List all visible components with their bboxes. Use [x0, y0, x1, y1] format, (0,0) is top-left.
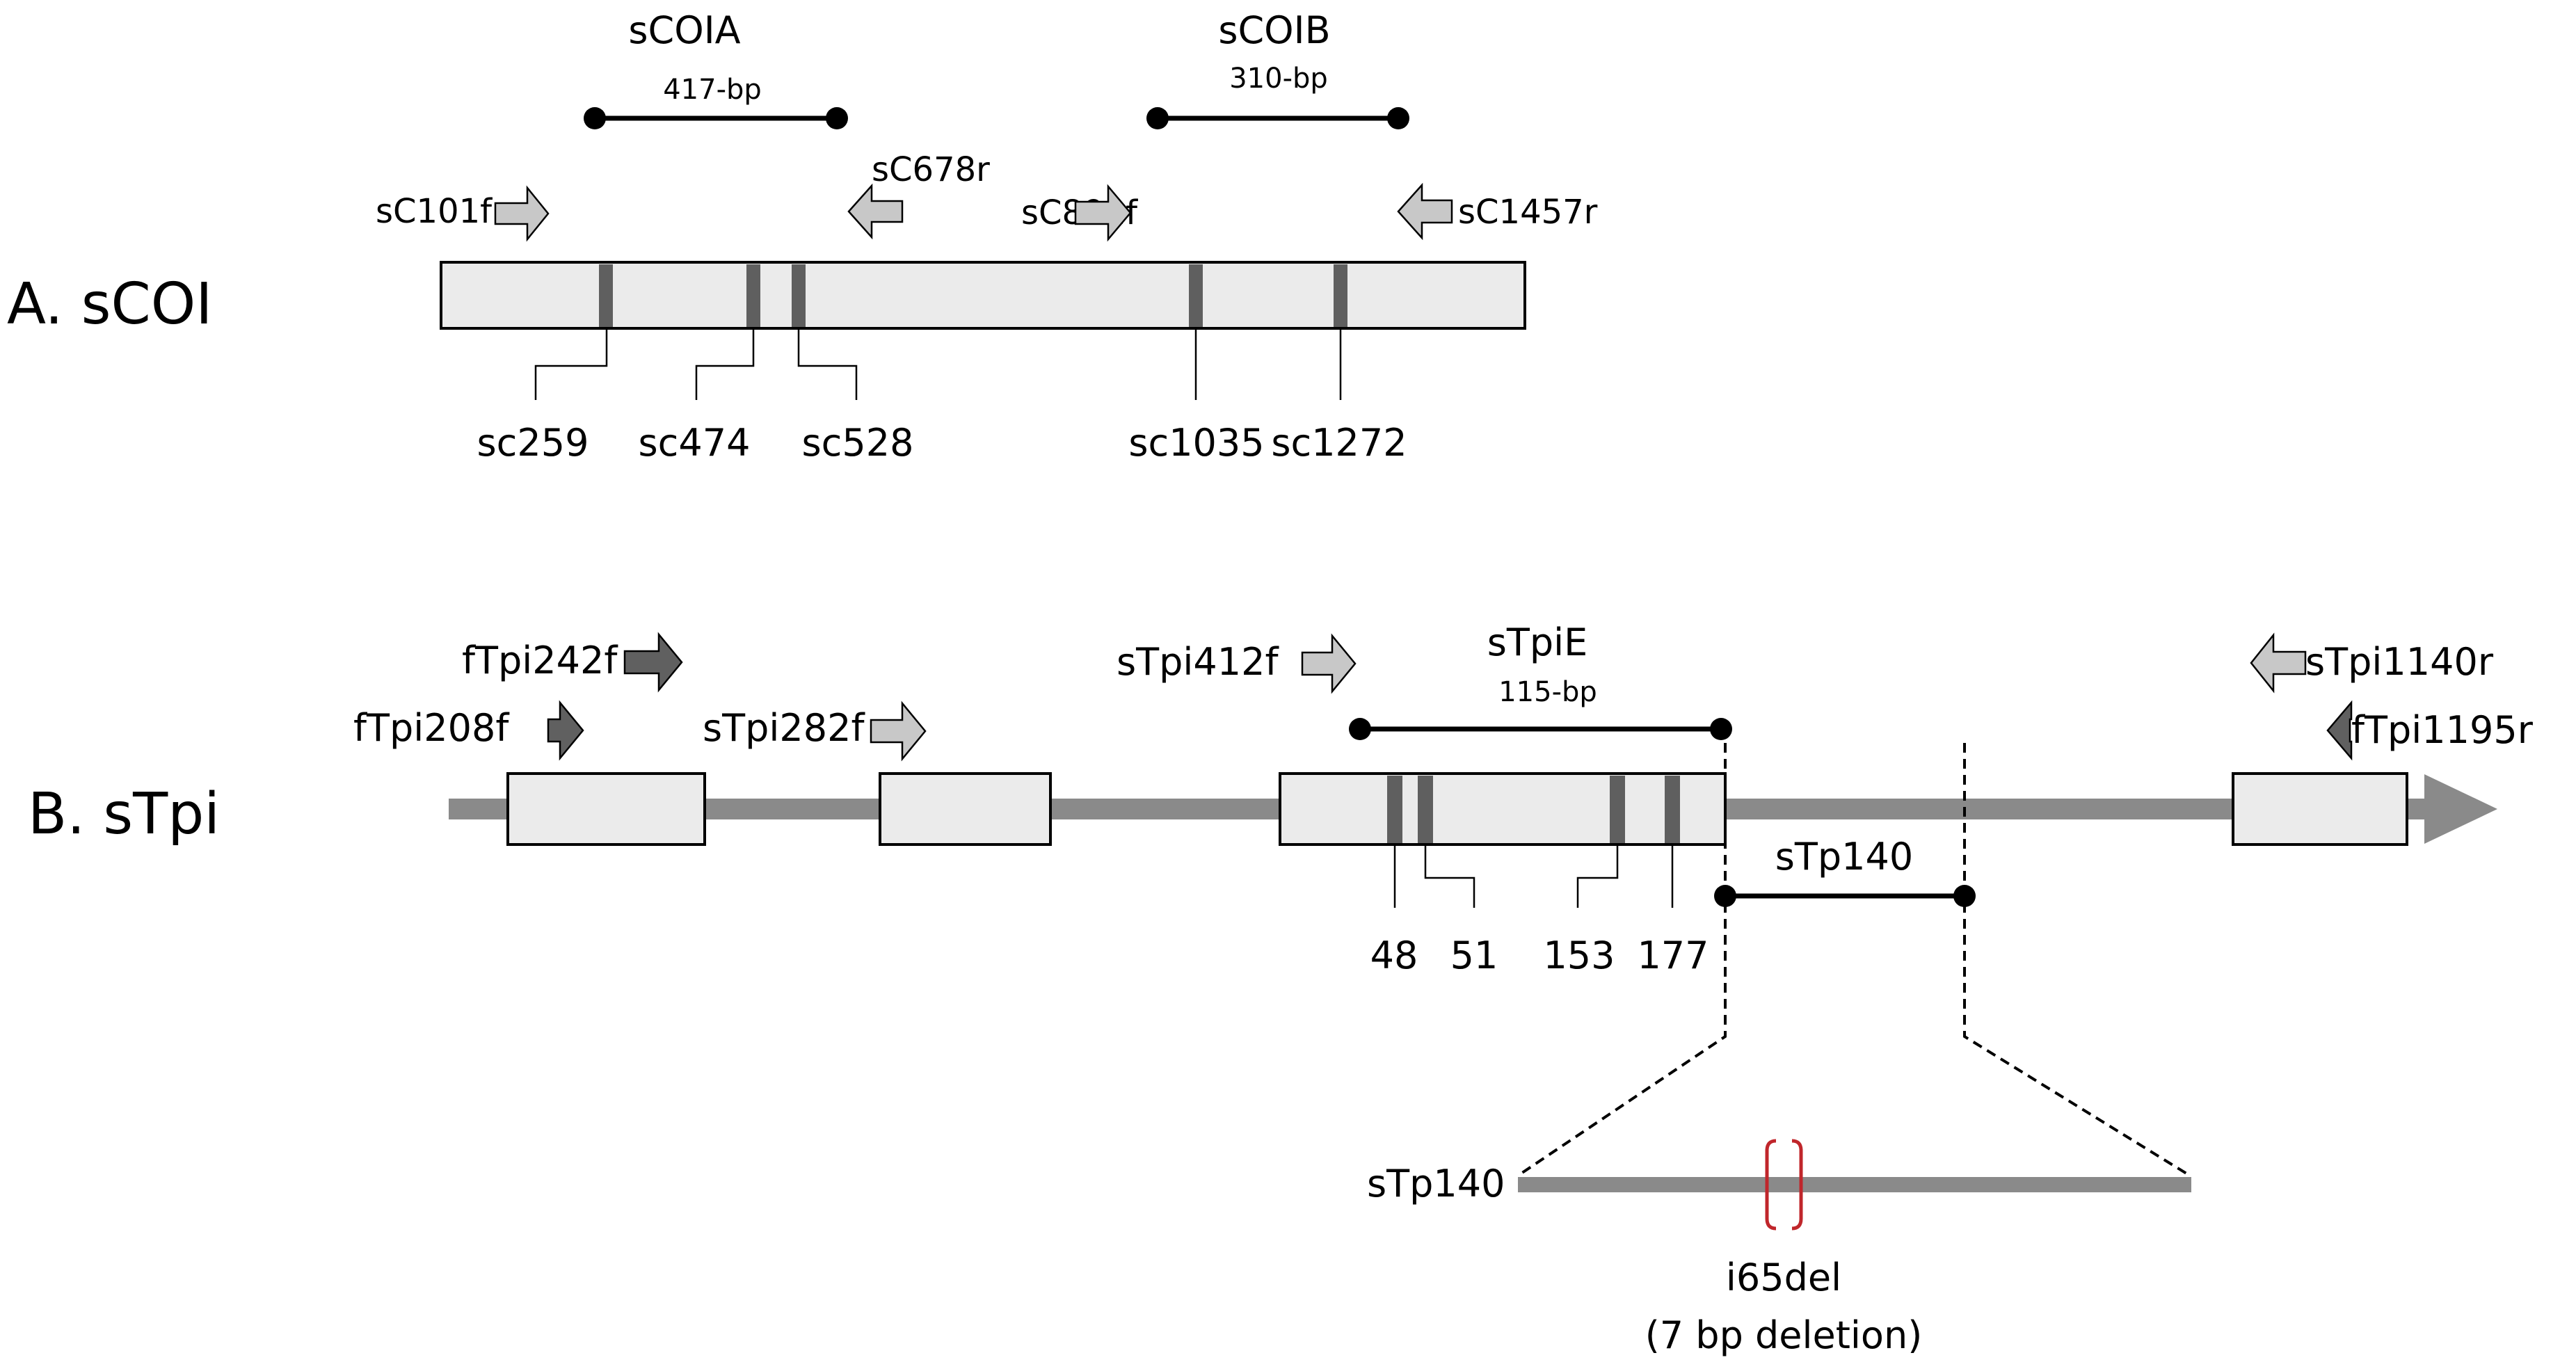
snp-leader-sc259: [534, 328, 608, 400]
amplicon-scoia-length: 417-bp: [663, 74, 762, 106]
primer-stpi1140r: sTpi1140r: [2250, 632, 2494, 694]
amplicon-stpie-start-dot: [1349, 718, 1371, 740]
primer-ftpi208f-label: fTpi208f: [353, 706, 510, 750]
deletion-note: (7 bp deletion): [1645, 1313, 1923, 1357]
panel-a-scoi: A. sCOI sCOIA 417-bp sCOIB 310-bp sC101f…: [7, 8, 1598, 465]
amplicon-stp140-name: sTp140: [1775, 835, 1913, 879]
primer-sc1457r-reverse-arrow-icon: [1397, 182, 1453, 241]
snp-label-177: 177: [1637, 934, 1709, 977]
zoom-guide-right: [1963, 743, 2191, 1177]
stpi-exon-4: [2232, 772, 2408, 846]
primer-sc891f: sC891f: [1021, 184, 1138, 242]
zoom-stp140: sTp140 i65del (7 bp deletion): [1367, 1139, 2191, 1357]
deletion-left-bracket-icon: [1765, 1139, 1777, 1231]
snp-mark-sc474: [746, 264, 760, 327]
primer-stpi282f-forward-arrow-icon: [870, 700, 927, 762]
amplicon-scoia-start-dot: [584, 107, 606, 129]
primer-stpi1140r-label: sTpi1140r: [2305, 640, 2494, 684]
snp-label-sc1035: sc1035: [1128, 421, 1264, 465]
primer-stpi1140r-reverse-arrow-icon: [2250, 632, 2307, 694]
amplicon-scoib-start-dot: [1146, 107, 1169, 129]
amplicon-scoia: sCOIA 417-bp: [584, 8, 848, 129]
primer-sc101f: sC101f: [376, 185, 550, 242]
snp-label-sc474: sc474: [639, 421, 751, 465]
snp-mark-153: [1610, 776, 1625, 843]
snp-mark-177: [1665, 776, 1680, 843]
snp-leader-sc474: [695, 328, 755, 400]
primer-ftpi1195r-reverse-arrow-icon: [2326, 700, 2353, 761]
primer-stpi412f-label: sTpi412f: [1117, 640, 1279, 684]
primer-sc678r-reverse-arrow-icon: [847, 183, 904, 240]
amplicon-stpie: sTpiE 115-bp: [1349, 621, 1732, 740]
primer-ftpi208f: fTpi208f: [353, 700, 584, 761]
amplicon-stpie-length: 115-bp: [1498, 676, 1597, 708]
snp-mark-sc1272: [1334, 264, 1347, 327]
stpi-exon-1: [506, 772, 706, 846]
zoom-guide-left: [1517, 743, 1727, 1177]
primer-ftpi1195r-label: fTpi1195r: [2351, 708, 2534, 752]
snp-label-sc259: sc259: [477, 421, 589, 465]
snp-mark-48: [1387, 776, 1402, 843]
primer-stpi412f: sTpi412f: [1117, 633, 1357, 694]
amplicon-scoib-end-dot: [1387, 107, 1409, 129]
primer-sc101f-label: sC101f: [376, 192, 493, 231]
amplicon-scoib-name: sCOIB: [1218, 8, 1330, 52]
primer-ftpi208f-forward-arrow-icon: [547, 700, 584, 761]
section-b-label: B. sTpi: [28, 781, 220, 847]
primer-sc1457r: sC1457r: [1397, 182, 1598, 241]
amplicon-scoia-end-dot: [826, 107, 848, 129]
stpi-exon-3: [1279, 772, 1727, 846]
snp-leader-153: [1576, 844, 1619, 908]
panel-b-stpi: B. sTpi 48 51 153 177 fTpi242f fTpi208f: [28, 621, 2534, 1357]
stpi-direction-arrowhead-icon: [2424, 774, 2497, 844]
snp-mark-sc1035: [1189, 264, 1203, 327]
primer-stpi282f: sTpi282f: [703, 700, 927, 762]
snp-label-sc1272: sc1272: [1271, 421, 1407, 465]
snp-leader-51: [1424, 844, 1475, 908]
deletion-name: i65del: [1726, 1256, 1841, 1299]
deletion-right-bracket-icon: [1791, 1139, 1803, 1231]
primer-sc678r: sC678r: [847, 150, 990, 240]
snp-leader-sc528: [797, 328, 858, 400]
stpi-exon-2: [879, 772, 1052, 846]
amplicon-stpie-name: sTpiE: [1487, 621, 1588, 664]
primer-stpi412f-forward-arrow-icon: [1301, 633, 1357, 694]
primer-sc101f-forward-arrow-icon: [494, 185, 550, 242]
amplicon-scoib-length: 310-bp: [1229, 63, 1328, 95]
snp-mark-51: [1418, 776, 1433, 843]
primer-sc678r-label: sC678r: [872, 150, 990, 189]
snp-label-sc528: sc528: [802, 421, 914, 465]
amplicon-scoia-name: sCOIA: [628, 8, 740, 52]
snp-mark-sc528: [792, 264, 806, 327]
amplicon-stpie-end-dot: [1710, 718, 1732, 740]
primer-sc891f-forward-arrow-icon: [1074, 184, 1132, 242]
amplicon-scoib: sCOIB 310-bp: [1146, 8, 1409, 129]
zoom-stp140-label: sTp140: [1367, 1162, 1505, 1206]
snp-mark-sc259: [599, 264, 613, 327]
snp-label-51: 51: [1450, 934, 1498, 977]
snp-label-153: 153: [1543, 934, 1615, 977]
primer-ftpi242f: fTpi242f: [462, 632, 683, 693]
section-a-label: A. sCOI: [7, 271, 213, 337]
primer-ftpi1195r: fTpi1195r: [2326, 700, 2534, 761]
primer-ftpi242f-label: fTpi242f: [462, 639, 618, 682]
primer-sc1457r-label: sC1457r: [1458, 193, 1598, 232]
snp-label-48: 48: [1370, 934, 1418, 977]
primer-stpi282f-label: sTpi282f: [703, 706, 865, 750]
amplicon-stp140: sTp140: [1714, 835, 1976, 907]
primer-ftpi242f-forward-arrow-icon: [623, 632, 683, 693]
